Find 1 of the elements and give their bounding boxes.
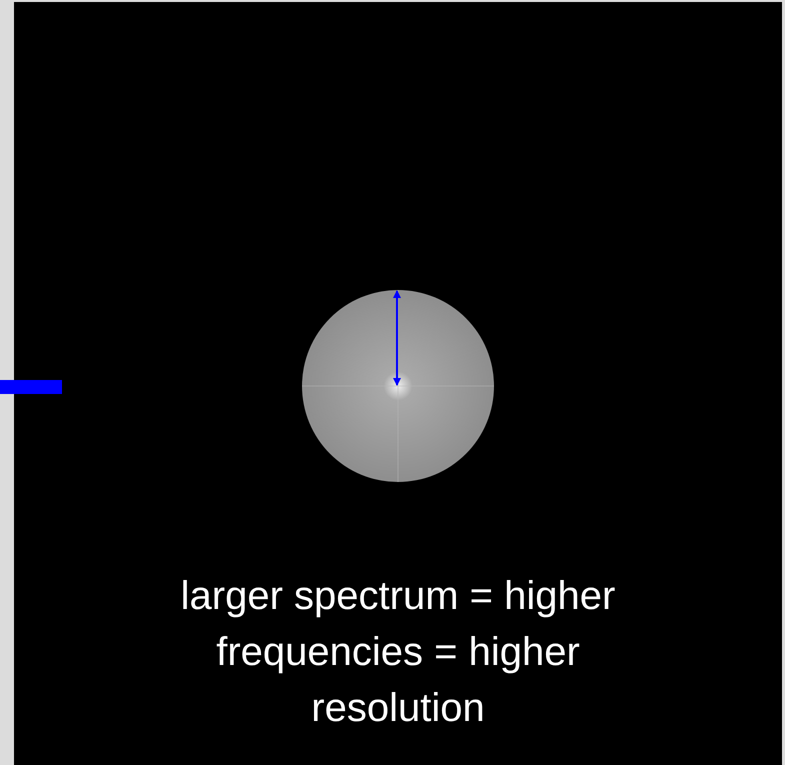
caption-text: larger spectrum = higher frequencies = higher resolution (180, 573, 616, 732)
